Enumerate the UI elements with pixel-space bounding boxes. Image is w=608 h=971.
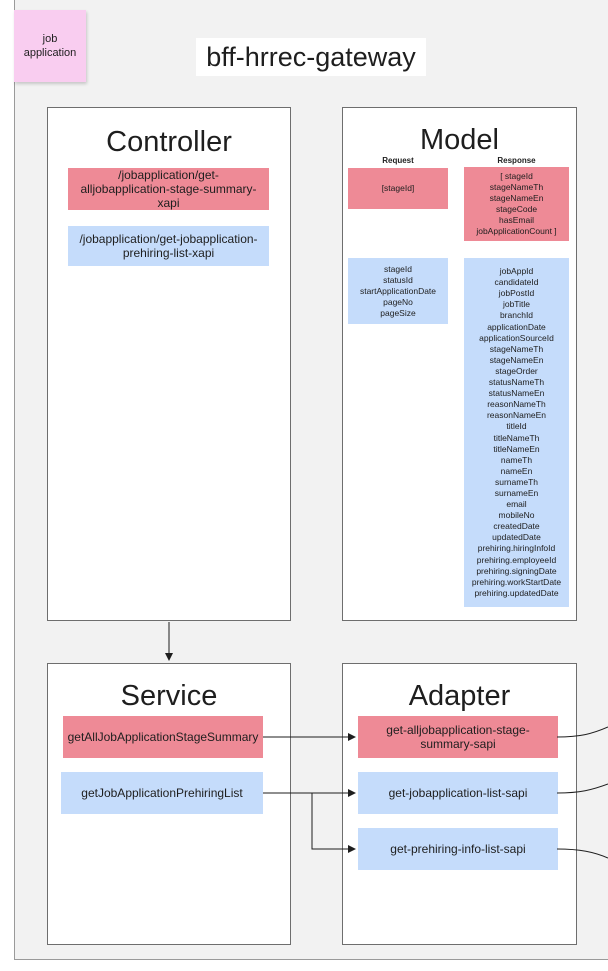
response-prehiring-field: statusNameTh (488, 377, 545, 388)
response-stage-summary-field: stageCode (495, 204, 538, 214)
adapter-api-prehiring-info-list[interactable]: get-prehiring-info-list-sapi (358, 828, 558, 870)
response-prehiring-field: titleNameTh (493, 432, 540, 443)
adapter-list-outgoing-line (556, 783, 608, 794)
response-stage-summary-field: [ stageId (500, 171, 533, 181)
response-prehiring-field: applicationDate (487, 321, 546, 332)
response-prehiring-field: createdDate (493, 521, 540, 532)
service-method-prehiring-list-label: getJobApplicationPrehiringList (81, 786, 243, 800)
response-prehiring-field: nameTh (500, 454, 533, 465)
controller-endpoint-stage-summary[interactable]: /jobapplication/get-alljobapplication-st… (68, 168, 269, 210)
adapter-stage-summary-outgoing-line (556, 726, 608, 738)
adapter-panel: Adapter get-alljobapplication-stage-summ… (342, 663, 577, 945)
response-prehiring-field: email (506, 499, 527, 510)
response-prehiring-field: prehiring.hiringInfoId (477, 543, 556, 554)
response-prehiring-field: reasonNameTh (487, 399, 546, 410)
request-header: Request (382, 156, 414, 165)
adapter-api-jobapplication-list-label: get-jobapplication-list-sapi (388, 786, 528, 800)
response-prehiring-field: stageNameEn (489, 354, 544, 365)
response-prehiring-field: stageNameTh (489, 343, 544, 354)
controller-title: Controller (106, 126, 232, 158)
response-prehiring-field: prehiring.signingDate (476, 565, 557, 576)
response-stage-summary-field: stageNameEn (489, 193, 544, 203)
response-stage-summary: [ stageId stageNameTh stageNameEn stageC… (464, 167, 569, 241)
request-stage-summary: [stageId] (348, 168, 448, 209)
response-prehiring-field: updatedDate (492, 532, 541, 543)
response-prehiring-field: candidateId (494, 277, 539, 288)
response-prehiring-field: jobPostId (498, 288, 535, 299)
response-prehiring-list: jobAppId candidateId jobPostId jobTitle … (464, 258, 569, 607)
gateway-title: bff-hrrec-gateway (196, 38, 426, 76)
request-prehiring-list: stageId statusId startApplicationDate pa… (348, 258, 448, 324)
adapter-api-stage-summary-label: get-alljobapplication-stage-summary-sapi (386, 723, 530, 751)
response-prehiring-field: reasonNameEn (486, 410, 547, 421)
request-prehiring-field: pageSize (380, 307, 416, 318)
service-method-stage-summary-label: getAllJobApplicationStageSummary (67, 730, 259, 744)
response-stage-summary-field: jobApplicationCount ] (476, 226, 557, 236)
response-prehiring-field: prehiring.updatedDate (474, 587, 559, 598)
adapter-api-stage-summary[interactable]: get-alljobapplication-stage-summary-sapi (358, 716, 558, 758)
adapter-api-jobapplication-list[interactable]: get-jobapplication-list-sapi (358, 772, 558, 814)
response-prehiring-field: titleNameEn (493, 443, 540, 454)
controller-endpoint-prehiring-list[interactable]: /jobapplication/get-jobapplication-prehi… (68, 226, 269, 266)
response-prehiring-field: branchId (499, 310, 534, 321)
response-stage-summary-field: stageNameTh (489, 182, 544, 192)
sticky-note: job application (14, 10, 86, 82)
prehiring-service-to-info-arrow (311, 793, 356, 853)
response-prehiring-field: titleId (506, 421, 527, 432)
sticky-note-text: job application (23, 33, 77, 59)
request-prehiring-field: pageNo (383, 296, 413, 307)
controller-panel: Controller /jobapplication/get-alljobapp… (47, 107, 291, 621)
response-prehiring-field: applicationSourceId (479, 332, 554, 343)
request-prehiring-field: stageId (384, 263, 412, 274)
controller-endpoint-stage-summary-label: /jobapplication/get-alljobapplication-st… (80, 168, 257, 210)
response-prehiring-field: surnameTh (495, 476, 538, 487)
response-prehiring-field: prehiring.workStartDate (471, 576, 562, 587)
response-prehiring-field: stageOrder (495, 365, 538, 376)
response-header: Response (497, 156, 536, 165)
adapter-prehiring-outgoing-line (556, 848, 608, 859)
response-prehiring-field: nameEn (500, 465, 533, 476)
request-prehiring-field: startApplicationDate (359, 285, 437, 296)
response-prehiring-field: jobTitle (502, 299, 531, 310)
model-title: Model (420, 124, 499, 156)
service-method-stage-summary[interactable]: getAllJobApplicationStageSummary (63, 716, 263, 758)
response-prehiring-field: mobileNo (498, 510, 535, 521)
response-prehiring-field: jobAppId (499, 266, 534, 277)
response-prehiring-field: prehiring.employeeId (476, 554, 557, 565)
adapter-title: Adapter (408, 680, 511, 712)
model-panel: Model Request Response [stageId] [ stage… (342, 107, 577, 621)
request-stage-summary-text: [stageId] (381, 183, 415, 193)
response-prehiring-field: statusNameEn (488, 388, 545, 399)
service-method-prehiring-list[interactable]: getJobApplicationPrehiringList (61, 772, 263, 814)
service-title: Service (120, 680, 218, 712)
response-prehiring-field: surnameEn (494, 487, 539, 498)
controller-endpoint-prehiring-list-label: /jobapplication/get-jobapplication-prehi… (79, 232, 258, 260)
adapter-api-prehiring-info-list-label: get-prehiring-info-list-sapi (390, 842, 526, 856)
response-stage-summary-field: hasEmail (499, 215, 534, 225)
service-panel: Service getAllJobApplicationStageSummary… (47, 663, 291, 945)
request-prehiring-field: statusId (383, 274, 413, 285)
